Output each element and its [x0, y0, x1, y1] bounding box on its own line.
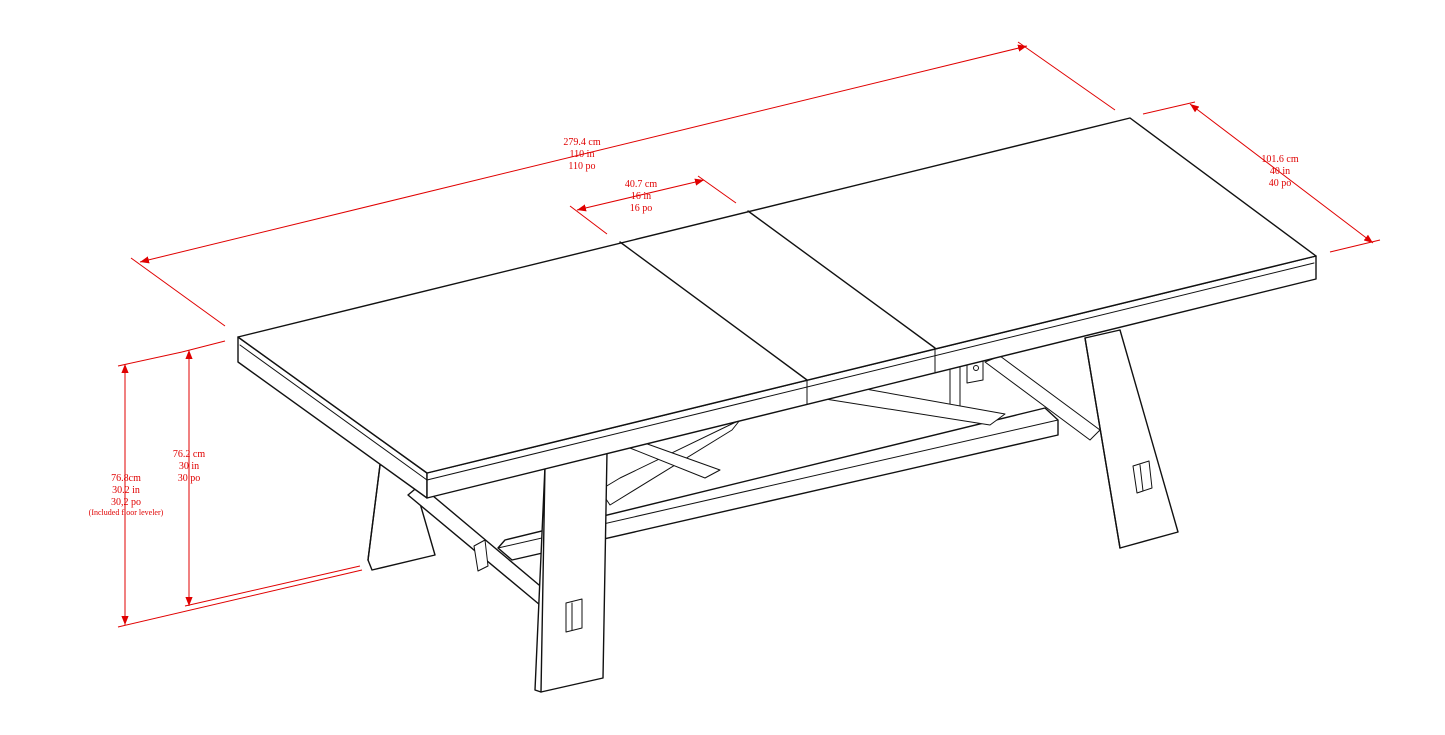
height-extension-bottom — [184, 565, 361, 607]
leaf-po-text: 16 po — [630, 203, 653, 214]
right-trestle-leg — [1084, 329, 1179, 549]
front-leg-bracket — [565, 598, 583, 633]
left-stretcher-bracket — [473, 539, 489, 572]
leveler-in-text: 30.2 in — [112, 485, 140, 496]
leaf-extension-right — [697, 175, 737, 204]
depth-label: 101.6 cm 40 in 40 po — [1261, 154, 1298, 189]
table-top-surface — [237, 117, 1317, 474]
depth-extension-top — [1142, 101, 1196, 115]
length-po-text: 110 po — [568, 161, 595, 172]
leaf-seam-left — [619, 241, 808, 381]
height-po-text: 30 po — [178, 473, 201, 484]
front-trestle-leg — [534, 451, 608, 693]
depth-extension-bottom — [1329, 239, 1381, 253]
leaf-cm-text: 40.7 cm — [625, 179, 657, 190]
table-top — [237, 117, 1317, 499]
leveler-po-text: 30,2 po — [111, 497, 141, 508]
leveler-cm-text: 76.8cm — [111, 473, 141, 484]
height-in-text: 30 in — [179, 461, 199, 472]
depth-po-text: 40 po — [1269, 178, 1292, 189]
leveler-height-label: 76.8cm 30.2 in 30,2 po (Included floor l… — [89, 473, 164, 517]
length-dimension-line — [139, 44, 1028, 264]
dimension-labels: 279.4 cm 110 in 110 po 40.7 cm 16 in 16 … — [89, 137, 1299, 517]
leveler-extension-bottom — [117, 569, 363, 628]
length-label: 279.4 cm 110 in 110 po — [563, 137, 600, 172]
length-extension-left — [130, 257, 226, 327]
length-extension-right — [1017, 41, 1116, 111]
leaf-extension-left — [569, 205, 608, 235]
height-label: 76.2 cm 30 in 30 po — [173, 449, 205, 484]
leaf-label: 40.7 cm 16 in 16 po — [625, 179, 657, 214]
depth-dimension-line — [1189, 103, 1374, 244]
length-cm-text: 279.4 cm — [563, 137, 600, 148]
depth-cm-text: 101.6 cm — [1261, 154, 1298, 165]
height-cm-text: 76.2 cm — [173, 449, 205, 460]
leveler-extension-top — [117, 351, 183, 367]
table-illustration — [237, 117, 1317, 693]
right-leg-bracket — [1132, 460, 1153, 494]
dimension-lines — [117, 41, 1381, 628]
leveler-note-text: (Included floor leveler) — [89, 508, 164, 517]
leaf-dimension-line — [576, 178, 705, 212]
depth-in-text: 40 in — [1270, 166, 1290, 177]
height-extension-top — [181, 340, 226, 353]
length-in-text: 110 in — [570, 149, 595, 160]
diagonal-braces — [599, 387, 1006, 506]
leaf-in-text: 16 in — [631, 191, 651, 202]
